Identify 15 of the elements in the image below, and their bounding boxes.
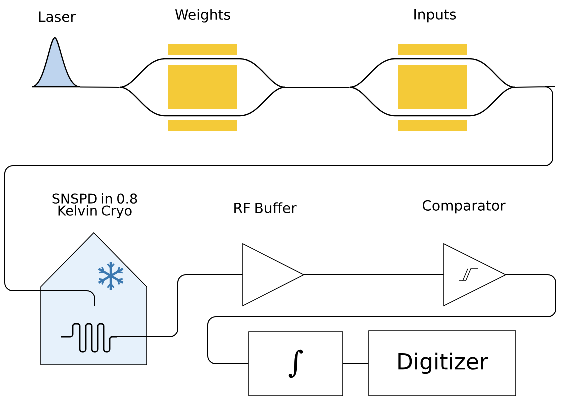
heading: SNSPD in 0.8 Kelvin Cryo: [52, 193, 138, 219]
heading: Laser: [39, 12, 76, 22]
connector: [284, 87, 350, 88]
connector: [116, 274, 244, 338]
connector: [4, 86, 556, 306]
connector: [342, 363, 370, 364]
heading: Weights: [175, 9, 230, 23]
connector: [304, 274, 444, 276]
heading: RF Buffer: [234, 202, 297, 214]
block-box: ∫: [248, 332, 344, 396]
connector: [208, 274, 556, 364]
heading: Comparator: [423, 200, 506, 214]
heading: Inputs: [414, 9, 456, 23]
connector: [80, 86, 120, 88]
block-box: Digitizer: [368, 330, 516, 396]
